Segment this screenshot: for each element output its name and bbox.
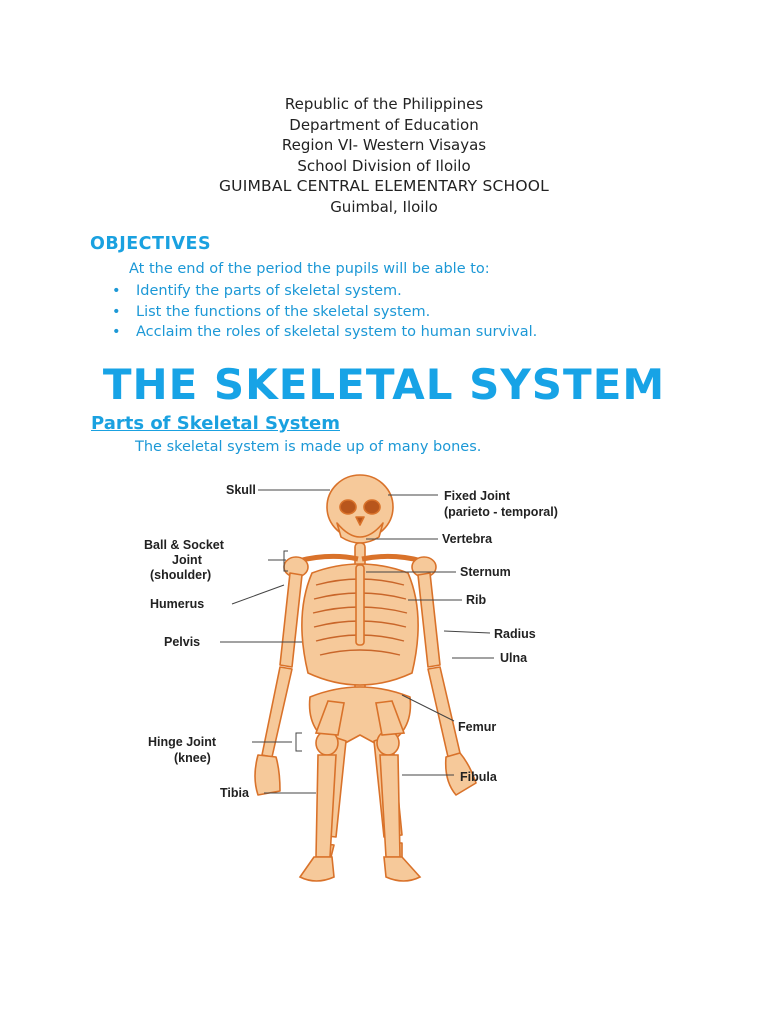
header-school-name: GUIMBAL CENTRAL ELEMENTARY SCHOOL: [218, 177, 550, 195]
label-radius: Radius: [494, 627, 536, 641]
skeleton-diagram-svg: Skull Fixed Joint (parieto - temporal) B…: [144, 474, 558, 882]
label-rib: Rib: [466, 593, 487, 607]
label-hinge-joint: Hinge Joint: [148, 735, 217, 749]
jaw-bone: [336, 522, 384, 544]
objectives-list: •Identify the parts of skeletal system. …: [110, 281, 537, 343]
label-sternum: Sternum: [460, 565, 511, 579]
diagram-labels: [220, 489, 494, 794]
eye-socket-right: [363, 499, 381, 515]
humerus-right: [417, 572, 441, 668]
label-pelvis: Pelvis: [164, 635, 200, 649]
label-ball-socket-3: (shoulder): [150, 568, 211, 582]
section-heading-parts: Parts of Skeletal System: [91, 413, 340, 434]
objective-text: List the functions of the skeletal syste…: [136, 303, 431, 320]
bracket-ball-socket: [283, 550, 288, 572]
header-line-division: School Division of Iloilo: [297, 156, 471, 175]
thigh-left: [314, 700, 345, 736]
objective-item: • List the functions of the skeletal syst…: [110, 302, 537, 323]
hand-left: [254, 754, 281, 796]
shin-right: [379, 754, 401, 858]
leader-radius: [443, 630, 491, 634]
shin-left: [315, 754, 337, 858]
school-header: Republic of the Philippines Department o…: [0, 94, 768, 217]
objectives-heading: OBJECTIVES: [90, 234, 212, 254]
label-hinge-joint-sub: (knee): [174, 751, 211, 765]
bullet-icon: •: [112, 283, 121, 299]
objective-text: Identify the parts of skeletal system.: [136, 283, 402, 299]
leader-humerus: [231, 584, 285, 605]
header-line-department: Department of Education: [289, 115, 479, 134]
sternum-bone: [355, 564, 365, 646]
label-humerus: Humerus: [150, 597, 204, 611]
foot-right: [383, 856, 422, 882]
legs-redraw: [298, 700, 422, 882]
label-fixed-joint: Fixed Joint: [444, 489, 511, 503]
label-femur: Femur: [458, 720, 496, 734]
leader-femur: [401, 694, 455, 722]
label-fixed-joint-sub: (parieto - temporal): [444, 505, 558, 519]
skeleton-diagram: Skull Fixed Joint (parieto - temporal) B…: [130, 465, 640, 895]
header-location: Guimbal, Iloilo: [330, 197, 438, 216]
bullet-icon: •: [112, 303, 121, 320]
objectives-intro: At the end of the period the pupils will…: [129, 261, 490, 277]
label-fibula: Fibula: [460, 770, 498, 784]
foot-left: [298, 856, 335, 882]
thigh-right: [375, 700, 406, 736]
bracket-hinge-joint: [295, 732, 302, 752]
label-ball-socket-1: Ball & Socket: [144, 538, 225, 552]
label-ulna: Ulna: [500, 651, 528, 665]
label-skull: Skull: [226, 483, 256, 497]
skull-bone: [326, 474, 394, 540]
header-line-republic: Republic of the Philippines: [284, 95, 484, 113]
eye-socket-left: [339, 499, 357, 515]
objective-item: • Acclaim the roles of skeletal system to…: [110, 322, 537, 343]
objective-item: • Identify the parts of skeletal system.: [110, 281, 537, 302]
lower-legs: [315, 730, 400, 756]
humerus-left: [279, 572, 303, 668]
bullet-icon: •: [112, 324, 121, 340]
label-tibia: Tibia: [220, 786, 250, 800]
label-vertebra: Vertebra: [442, 532, 493, 546]
objective-text: Acclaim the roles of skeletal system to …: [136, 324, 538, 340]
forearm-right: [427, 666, 461, 758]
page-title: THE SKELETAL SYSTEM: [102, 360, 666, 409]
hand-right: [444, 752, 477, 796]
forearm-left: [261, 666, 293, 758]
label-ball-socket-2: Joint: [172, 553, 203, 567]
nasal-cavity: [355, 516, 365, 526]
section-description: The skeletal system is made up of many b…: [135, 439, 482, 455]
header-line-region: Region VI- Western Visayas: [281, 136, 487, 154]
